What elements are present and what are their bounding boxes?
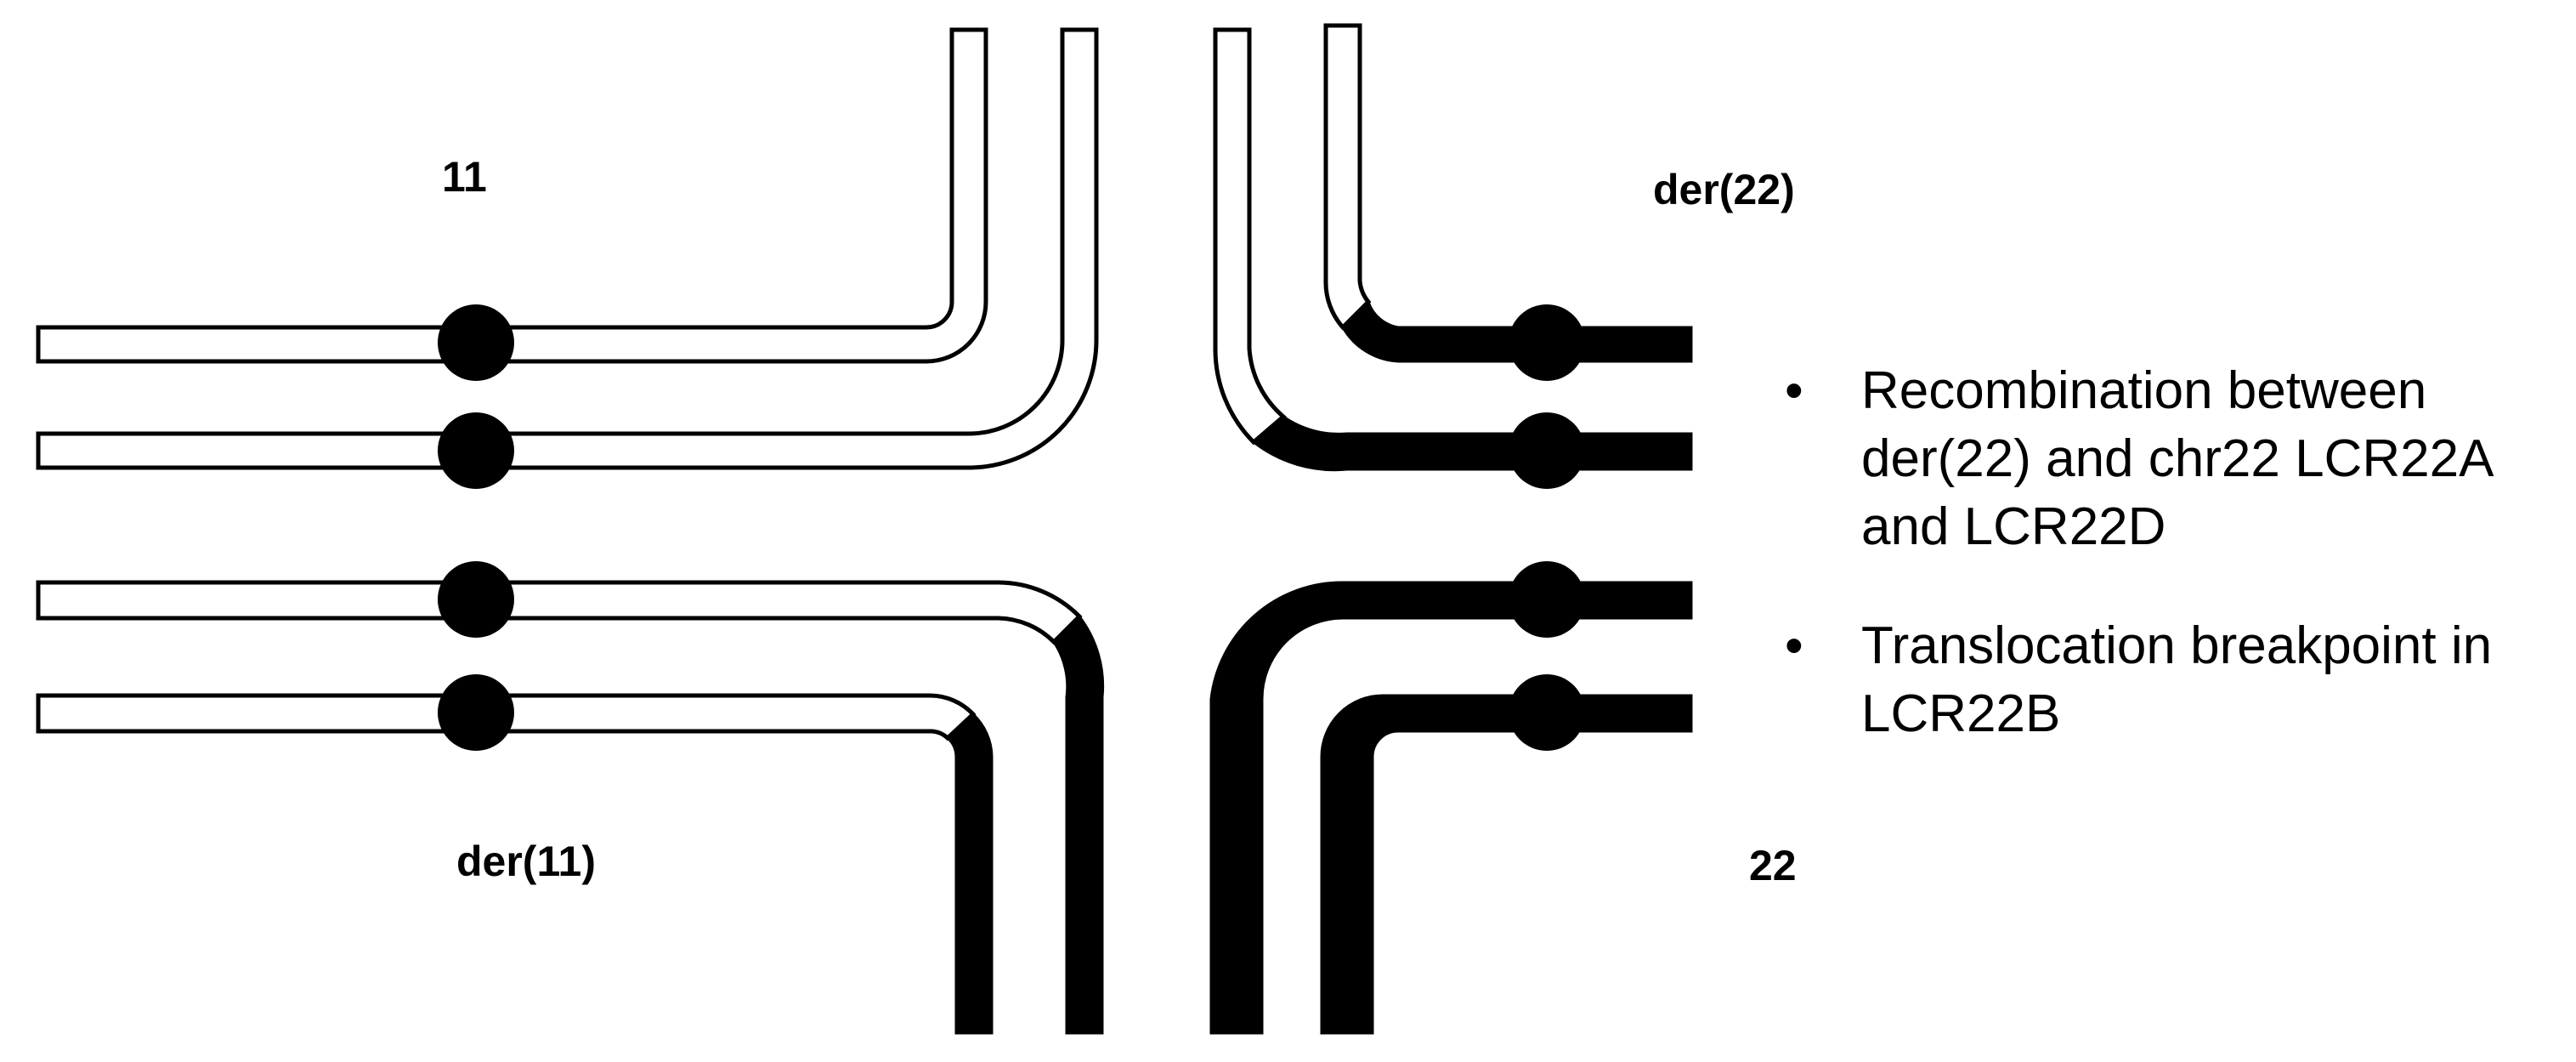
derivative-11 — [36, 561, 1105, 1035]
der22-centromere-inner — [1509, 304, 1585, 381]
chr11-centromere-outer — [438, 412, 514, 489]
note-item: • Recombination between der(22) and chr2… — [1785, 357, 2567, 561]
note-text: Translocation breakpoint in LCR22B — [1861, 616, 2493, 743]
label-der22: der(22) — [1653, 166, 1795, 213]
der22-chromatid-outer-black — [1251, 415, 1693, 472]
chromosome-11 — [36, 27, 1099, 489]
chr22-centromere-inner — [1509, 674, 1585, 751]
chr11-chromatid-inner — [36, 27, 988, 364]
label-der11: der(11) — [456, 838, 596, 885]
der22-centromere-outer — [1509, 412, 1585, 489]
der22-chromatid-outer-white — [1213, 27, 1287, 446]
der11-centromere-outer — [438, 561, 514, 638]
bullet-icon: • — [1785, 361, 1803, 420]
label-chr22: 22 — [1749, 842, 1797, 889]
chr11-centromere-inner — [438, 304, 514, 381]
chr22-centromere-outer — [1509, 561, 1585, 638]
note-text: Recombination between der(22) and chr22 … — [1861, 361, 2492, 556]
notes-list: • Recombination between der(22) and chr2… — [1785, 357, 2567, 799]
der11-centromere-inner — [438, 674, 514, 751]
chr11-chromatid-outer — [36, 27, 1099, 470]
chr22-chromatid-inner — [1320, 694, 1693, 1035]
chr22-chromatid-outer — [1209, 581, 1693, 1035]
der22-chromatid-inner-white — [1323, 23, 1372, 331]
derivative-22 — [1213, 23, 1693, 489]
chromosome-22 — [1209, 561, 1693, 1035]
der11-chromatid-inner-black — [945, 712, 994, 1035]
label-chr11: 11 — [442, 153, 487, 201]
der11-chromatid-outer-black — [1052, 614, 1105, 1035]
bullet-icon: • — [1785, 616, 1803, 675]
der11-chromatid-outer-white — [36, 580, 1083, 645]
note-item: • Translocation breakpoint in LCR22B — [1785, 612, 2567, 748]
